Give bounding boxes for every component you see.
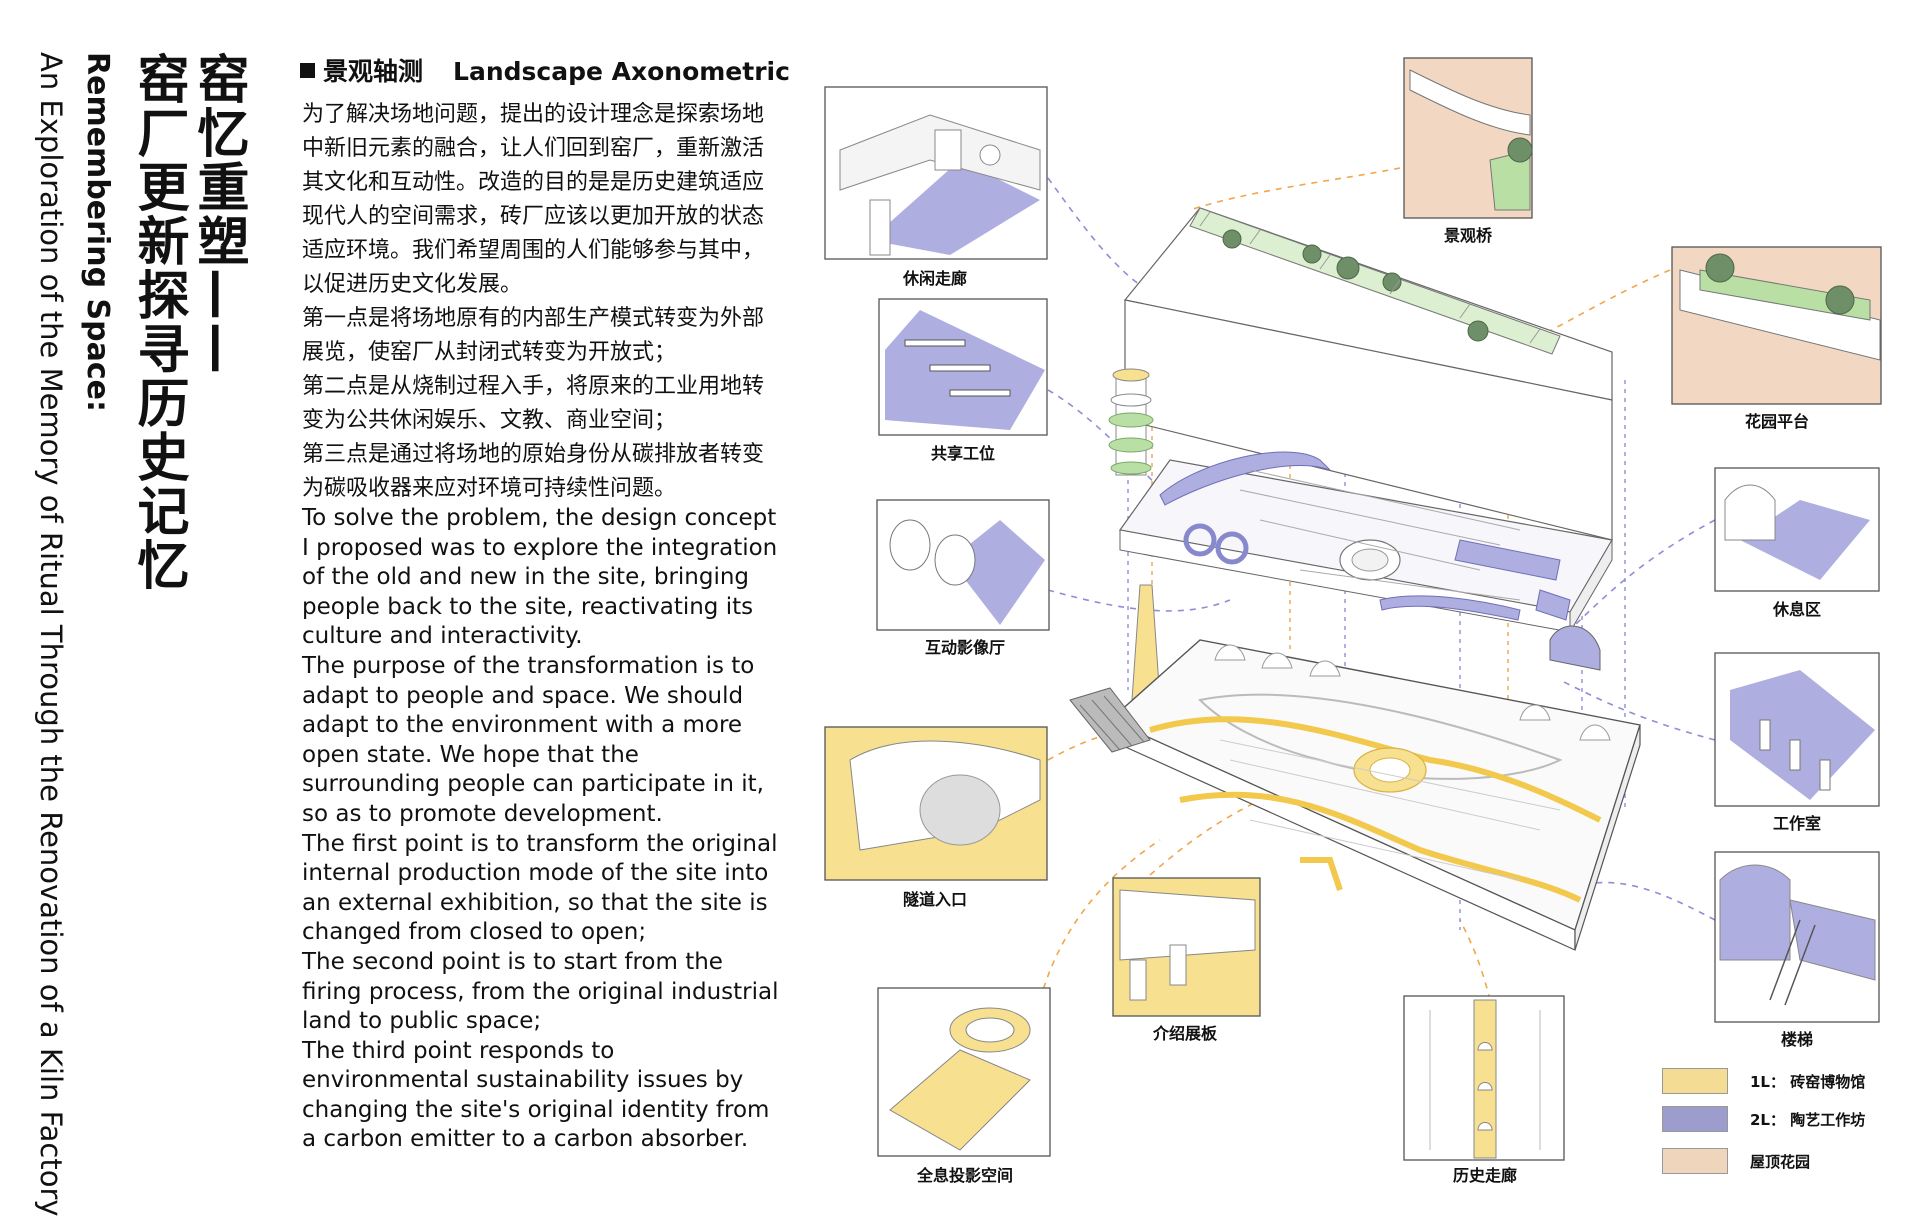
legend-swatch-yellow	[1662, 1068, 1728, 1094]
legend-swatch-purple	[1662, 1106, 1728, 1132]
roof-layer	[1123, 207, 1613, 541]
body-text-cn: 为了解决场地问题，提出的设计理念是探索场地中新旧元素的融合，让人们回到窑厂，重新…	[302, 98, 776, 506]
legend-label: 1L： 砖窑博物馆	[1750, 1072, 1866, 1091]
section-title-en: Landscape Axonometric	[453, 57, 790, 86]
body-text-en: To solve the problem, the design concept…	[302, 504, 782, 1155]
vignette-cowork	[878, 298, 1048, 436]
caption-garden: 花园平台	[1744, 412, 1809, 431]
caption-rest: 休息区	[1772, 600, 1821, 619]
vignette-cinema	[876, 499, 1050, 631]
caption-holo: 全息投影空间	[916, 1166, 1013, 1185]
caption-tunnel: 隧道入口	[902, 890, 967, 909]
body-cn-paragraph: 第一点是将场地原有的内部生产模式转变为外部展览，使窑厂从封闭式转变为开放式；	[302, 306, 765, 365]
vignette-panels	[1112, 877, 1261, 1017]
legend-label: 2L： 陶艺工作坊	[1750, 1110, 1866, 1129]
vignette-studio	[1714, 652, 1880, 807]
vignette-holo	[877, 987, 1051, 1157]
chimney	[1108, 368, 1161, 701]
caption-stairs: 楼梯	[1780, 1030, 1813, 1049]
leader-stairs	[1539, 881, 1716, 921]
section-title-cn: 景观轴测	[323, 57, 424, 86]
caption-bridge: 景观桥	[1443, 226, 1492, 245]
body-en-paragraph: The purpose of the transformation is to …	[302, 652, 764, 827]
body-en-paragraph: To solve the problem, the design concept…	[302, 505, 778, 650]
legend-item-1l: 1L： 砖窑博物馆	[1662, 1068, 1865, 1094]
leader-panels	[1149, 799, 1261, 876]
leader-holo	[1039, 839, 1161, 1001]
vignette-history	[1403, 995, 1565, 1161]
title-en-line1: Remembering Space:	[80, 52, 115, 412]
level2-layer	[1118, 451, 1613, 671]
vignette-stairs	[1714, 851, 1880, 1023]
leader-bridge	[1189, 167, 1401, 211]
vignette-bridge	[1403, 57, 1533, 219]
level1-layer	[1069, 639, 1641, 951]
caption-studio: 工作室	[1772, 814, 1821, 833]
legend-swatch-peach	[1662, 1148, 1728, 1174]
caption-cinema: 互动影像厅	[924, 638, 1005, 657]
legend-item-2l: 2L： 陶艺工作坊	[1662, 1106, 1865, 1132]
legend-label: 屋顶花园	[1750, 1152, 1811, 1171]
body-cn-paragraph: 第二点是从烧制过程入手，将原来的工业用地转变为公共休闲娱乐、文教、商业空间；	[302, 374, 765, 433]
vignette-rest	[1714, 467, 1880, 592]
vignette-corridor	[824, 86, 1048, 260]
body-en-paragraph: The first point is to transform the orig…	[302, 830, 778, 946]
square-bullet-icon	[300, 63, 315, 78]
body-en-paragraph: The second point is to start from the fi…	[302, 948, 779, 1035]
body-cn-paragraph: 为了解决场地问题，提出的设计理念是探索场地中新旧元素的融合，让人们回到窑厂，重新…	[302, 102, 765, 297]
title-cn-line2: 窑厂更新探寻历史记忆	[128, 52, 188, 592]
title-cn-line1: 窑忆重塑——	[188, 52, 248, 376]
caption-cowork: 共享工位	[930, 444, 995, 463]
legend-item-roof: 屋顶花园	[1662, 1148, 1810, 1174]
vignette-tunnel	[824, 726, 1048, 881]
section-heading: 景观轴测 Landscape Axonometric	[300, 52, 790, 88]
leader-studio	[1559, 679, 1716, 741]
vignette-garden	[1671, 246, 1882, 405]
caption-corridor: 休闲走廊	[902, 269, 967, 288]
body-en-paragraph: The third point responds to environmenta…	[302, 1037, 770, 1153]
chimney-garden-tower	[1108, 368, 1154, 476]
body-cn-paragraph: 第三点是通过将场地的原始身份从碳排放者转变为碳吸收器来应对环境可持续性问题。	[302, 442, 765, 501]
caption-panels: 介绍展板	[1152, 1024, 1217, 1043]
title-en-line2: An Exploration of the Memory of Ritual T…	[34, 52, 68, 1217]
caption-history: 历史走廊	[1452, 1166, 1517, 1185]
leader-history	[1459, 919, 1491, 1001]
